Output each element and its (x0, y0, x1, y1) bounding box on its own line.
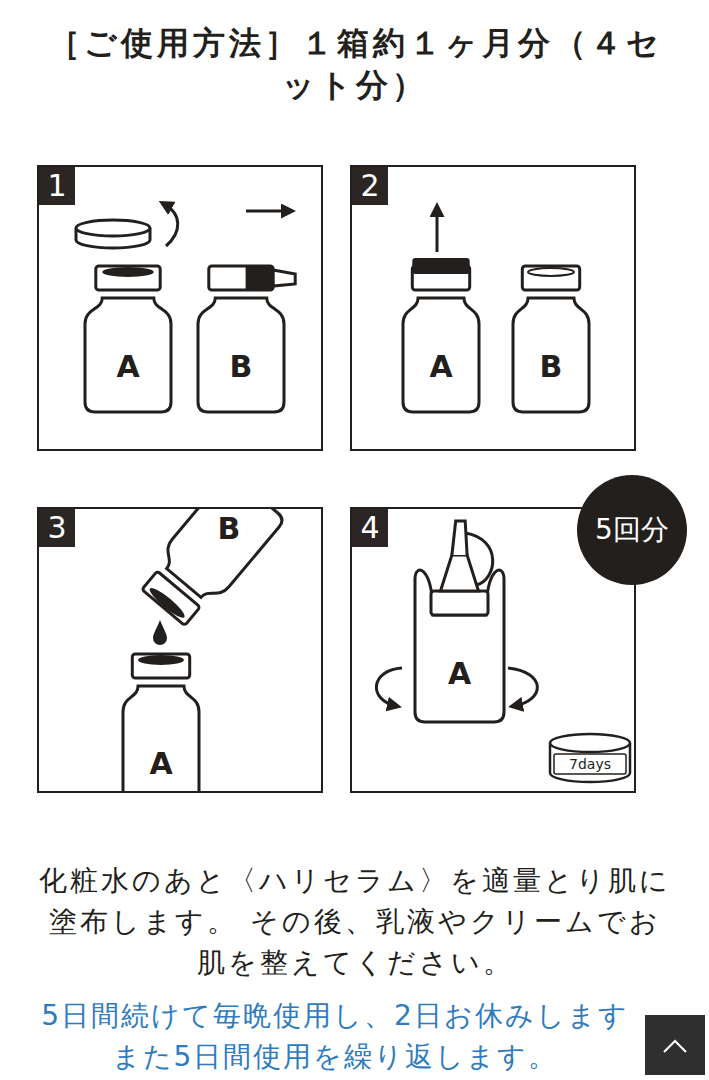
vial-letter: A (120, 747, 202, 781)
tilted-vial: B (119, 509, 269, 624)
instruction-text: 化粧水のあと〈ハリセラム〉を適量とり肌に塗布します。 その後、乳液やクリームでお… (35, 860, 675, 983)
lift-arrow (164, 204, 178, 246)
vial-outline (195, 264, 287, 414)
step-number: 1 (39, 167, 75, 205)
vial: A (120, 652, 202, 793)
lifted-cap (76, 220, 150, 248)
vial-outline (82, 264, 174, 414)
rotate-arrow (508, 668, 537, 706)
vial-letter: A (412, 657, 507, 691)
scroll-top-button (645, 1015, 705, 1075)
count-badge: 5回分 (577, 475, 687, 585)
cap-label: 7days (548, 755, 632, 773)
vial: A (400, 264, 482, 414)
vial-letter: B (510, 350, 592, 384)
badge-text: 5回分 (577, 513, 687, 547)
tilted-vial-outline (119, 509, 269, 624)
vial-outline (510, 264, 592, 414)
schedule-note: 5日間続けて毎晩使用し、2日お休みします また5日間使用を繰り返します。 (40, 995, 630, 1077)
vial: B (195, 264, 287, 414)
step-number: 2 (352, 167, 388, 205)
vial-letter: A (82, 350, 174, 384)
vial-outline (400, 264, 482, 414)
vial-letter: B (195, 350, 287, 384)
drop (153, 620, 167, 645)
vial-letter: B (209, 512, 249, 546)
step-number: 4 (352, 509, 388, 547)
dated-cap: 7days (548, 731, 632, 783)
vial: B (510, 264, 592, 414)
pull-arrow (436, 208, 439, 252)
vial: A (82, 264, 174, 414)
step-panel: AB 1 (37, 165, 323, 451)
dropper-vial: A (412, 519, 507, 724)
step-number: 3 (39, 509, 75, 547)
vial-letter: A (400, 350, 482, 384)
step-panel: AB 2 (350, 165, 636, 451)
step-panel: B A 3 (37, 507, 323, 793)
dropper-vial-outline (412, 519, 507, 724)
rotate-arrow (376, 668, 402, 706)
peel-arrow (246, 210, 290, 213)
page-title: ［ご使用方法］１箱約１ヶ月分（４セット分） (45, 22, 665, 106)
